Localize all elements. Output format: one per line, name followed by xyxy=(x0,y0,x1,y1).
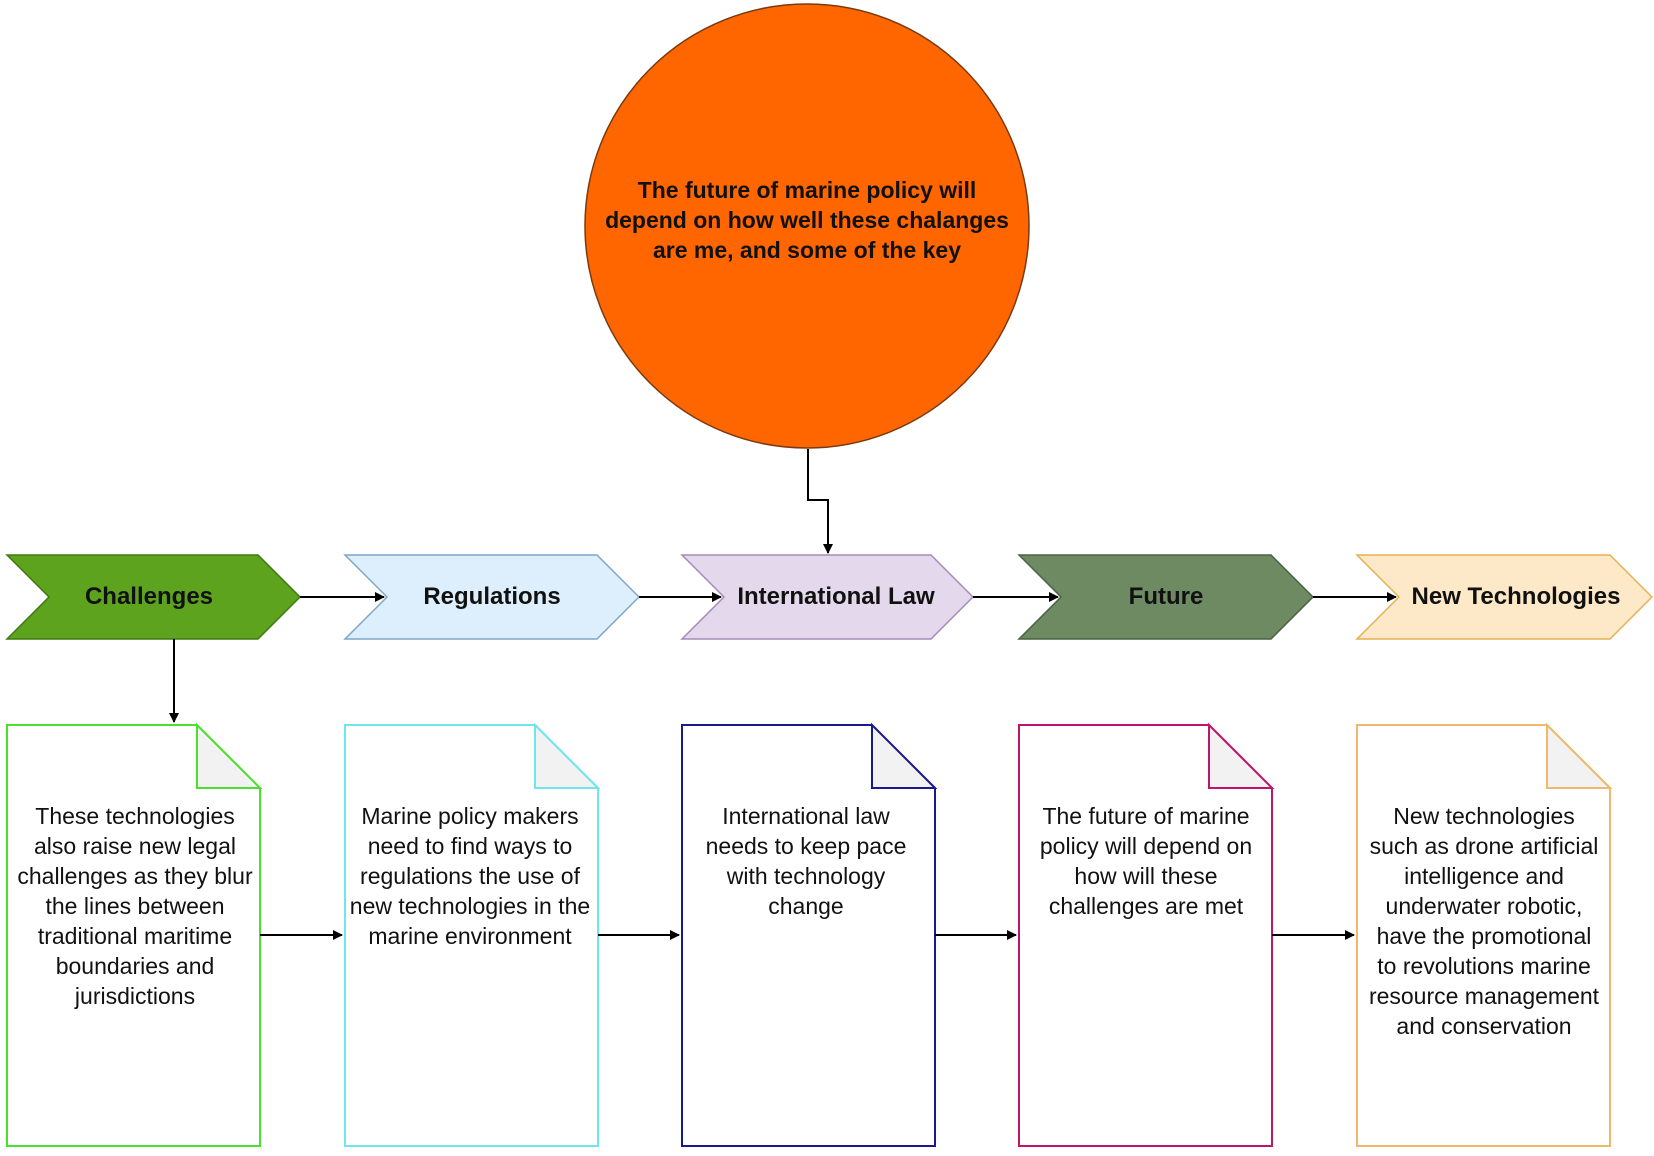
chevron-shape xyxy=(5,554,302,640)
document-text: Marine policy makers need to find ways t… xyxy=(349,803,591,949)
document-new-technologies: New technologies such as drone artificia… xyxy=(1356,722,1613,1147)
central-circle xyxy=(584,3,1030,449)
chevron-shape xyxy=(343,554,641,640)
document-challenges: These technologies also raise new legal … xyxy=(6,722,263,1147)
document-text: The future of marine policy will depend … xyxy=(1039,803,1253,919)
document-fold xyxy=(534,722,601,789)
document-shape xyxy=(6,724,261,1147)
stage-label: New Technologies xyxy=(1411,583,1621,610)
stage-label: Challenges xyxy=(84,583,214,610)
connector-center-to-international-law xyxy=(807,449,833,554)
document-international-law: International law needs to keep pace wit… xyxy=(681,722,938,1147)
stage-label: Regulations xyxy=(423,583,561,610)
document-shape xyxy=(344,724,599,1147)
document-text: New technologies such as drone artificia… xyxy=(1368,803,1600,1039)
document-fold xyxy=(196,722,263,789)
stage-chevron-regulations: Regulations xyxy=(343,554,641,640)
chevron-shape xyxy=(1355,554,1654,640)
document-fold xyxy=(1546,722,1613,789)
central-text: The future of marine policy will depend … xyxy=(605,177,1009,263)
document-text: These technologies also raise new legal … xyxy=(17,803,253,1009)
stage-chevron-international-law: International Law xyxy=(680,554,975,640)
stage-chevron-future: Future xyxy=(1017,554,1315,640)
document-future: The future of marine policy will depend … xyxy=(1018,722,1275,1147)
central-node: The future of marine policy will depend … xyxy=(584,3,1030,449)
document-regulations: Marine policy makers need to find ways t… xyxy=(344,722,601,1147)
stage-label: International Law xyxy=(737,583,935,610)
document-text: International law needs to keep pace wit… xyxy=(705,803,907,919)
chevron-shape xyxy=(680,554,975,640)
chevron-shape xyxy=(1017,554,1315,640)
stage-label: Future xyxy=(1128,583,1204,610)
document-fold xyxy=(1208,722,1275,789)
document-shape xyxy=(681,724,936,1147)
stage-chevron-new-technologies: New Technologies xyxy=(1355,554,1654,640)
document-shape xyxy=(1356,724,1611,1147)
document-fold xyxy=(871,722,938,789)
stage-chevron-challenges: Challenges xyxy=(5,554,302,640)
document-shape xyxy=(1018,724,1273,1147)
